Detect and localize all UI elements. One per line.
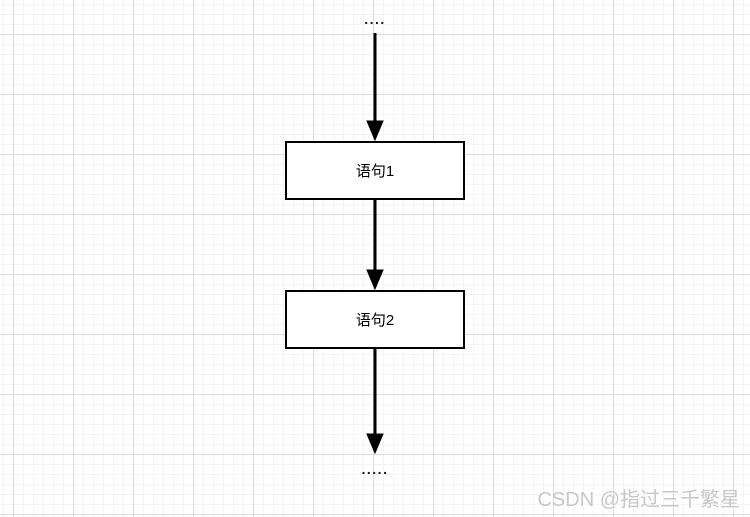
flow-node-statement2[interactable]: 语句2 <box>285 290 465 349</box>
bottom-ellipsis: ..... <box>361 461 389 477</box>
arrow-out-of-statement2 <box>366 349 384 455</box>
csdn-watermark: CSDN @指过三千繁星 <box>537 489 740 511</box>
flow-node-statement1-label: 语句1 <box>355 163 395 180</box>
arrow-into-statement1 <box>366 33 384 142</box>
flow-node-statement2-label: 语句2 <box>355 312 395 329</box>
flow-node-statement1[interactable]: 语句1 <box>285 141 465 200</box>
arrow-statement1-to-statement2 <box>366 200 384 291</box>
top-ellipsis: .... <box>364 11 386 27</box>
